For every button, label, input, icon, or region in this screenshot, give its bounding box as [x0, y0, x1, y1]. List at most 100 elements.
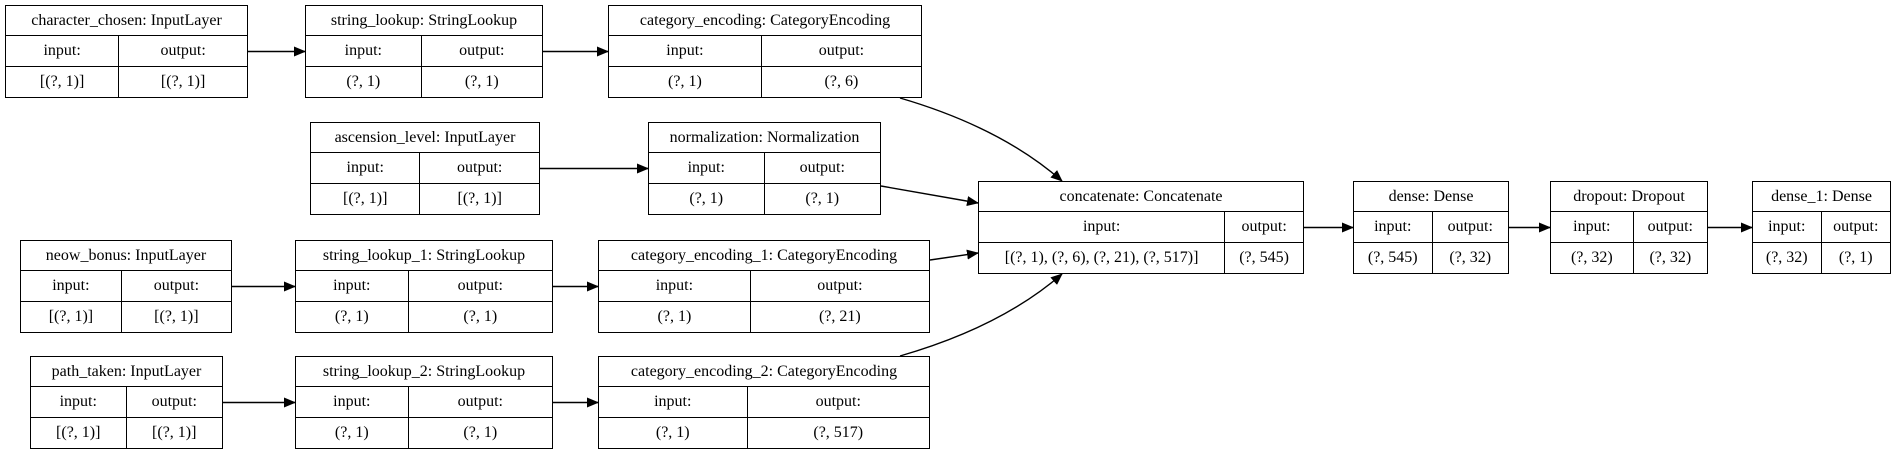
input-label: input:: [1551, 212, 1634, 242]
layer-title: string_lookup_2: StringLookup: [296, 357, 552, 388]
output-shape: (?, 545): [1239, 248, 1289, 266]
output-shape: [(?, 1)]: [457, 189, 502, 207]
io-shape-row: (?, 1) (?, 1): [296, 301, 552, 332]
input-label: input:: [306, 36, 422, 66]
output-label: output:: [1647, 217, 1693, 235]
output-shape: (?, 21): [819, 307, 861, 325]
output-shape: [(?, 1)]: [154, 307, 199, 325]
input-label: input:: [296, 271, 409, 301]
input-label: input:: [31, 387, 127, 417]
input-shape: [(?, 1)]: [6, 66, 120, 97]
io-header-row: input: output:: [21, 271, 231, 302]
io-header-row: input:output:: [609, 36, 921, 67]
input-shape: [(?, 1)]: [311, 183, 421, 214]
output-label: output:: [153, 276, 200, 294]
output-shape: (?, 1): [463, 307, 498, 325]
io-header-row: input: output:: [1753, 212, 1890, 243]
io-header-row: input: output:: [306, 36, 542, 67]
input-shape: [(?, 1)]: [31, 417, 127, 448]
output-label: output:: [151, 392, 197, 410]
layer-title: category_encoding: CategoryEncoding: [609, 6, 921, 37]
layer-title: dropout: Dropout: [1551, 182, 1707, 213]
output-label: output:: [817, 276, 863, 294]
layer-title: string_lookup_1: StringLookup: [296, 241, 552, 272]
io-header-row: input:output:: [296, 271, 552, 302]
io-header-row: input: output:: [979, 212, 1303, 243]
input-label: input:: [21, 271, 122, 301]
output-label: output:: [799, 158, 845, 176]
input-shape: (?, 1): [599, 301, 751, 332]
input-label: input:: [296, 387, 409, 417]
output-shape: (?, 32): [1449, 248, 1492, 266]
output-shape: [(?, 1)]: [152, 423, 197, 441]
input-shape: (?, 1): [296, 301, 409, 332]
io-header-row: input: output:: [31, 387, 222, 418]
io-shape-row: (?, 1) (?, 1): [649, 183, 880, 214]
io-header-row: input:output:: [6, 36, 247, 67]
layer-title: normalization: Normalization: [649, 123, 880, 154]
io-shape-row: (?, 1) (?, 1): [306, 66, 542, 97]
layer-title: neow_bonus: InputLayer: [21, 241, 231, 272]
output-label: output:: [815, 392, 861, 410]
output-label: output:: [457, 158, 503, 176]
input-label: input:: [649, 153, 765, 183]
io-header-row: input: output:: [649, 153, 880, 184]
input-shape: [(?, 1)]: [21, 301, 122, 332]
input-shape: (?, 32): [1551, 242, 1634, 273]
io-shape-row: [(?, 1)] [(?, 1)]: [31, 417, 222, 448]
io-shape-row: (?, 1) (?, 6): [609, 66, 921, 97]
layer-title: path_taken: InputLayer: [31, 357, 222, 388]
layer-title: ascension_level: InputLayer: [311, 123, 539, 154]
output-shape: (?, 1): [1838, 248, 1873, 266]
io-header-row: input:output:: [599, 271, 929, 302]
layer-title: dense: Dense: [1354, 182, 1508, 213]
input-label: input:: [979, 212, 1226, 242]
io-header-row: input:output:: [1354, 212, 1508, 243]
io-shape-row: (?, 1) (?, 21): [599, 301, 929, 332]
io-header-row: input: output:: [1551, 212, 1707, 243]
input-shape: (?, 1): [306, 66, 422, 97]
edge-category-encoding-1-to-concatenate: [929, 249, 979, 261]
output-label: output:: [1447, 217, 1493, 235]
input-shape: (?, 1): [649, 183, 765, 214]
output-shape: (?, 1): [464, 72, 499, 90]
input-label: input:: [311, 153, 421, 183]
output-shape: (?, 1): [805, 189, 840, 207]
io-shape-row: (?, 32)(?, 32): [1551, 242, 1707, 273]
io-header-row: input:output:: [599, 387, 929, 418]
output-label: output:: [1241, 217, 1287, 235]
output-shape: [(?, 1)]: [160, 72, 206, 90]
layer-title: string_lookup: StringLookup: [306, 6, 542, 37]
output-label: output:: [459, 41, 505, 59]
input-shape: (?, 1): [609, 66, 762, 97]
layer-title: dense_1: Dense: [1753, 182, 1890, 213]
output-shape: (?, 6): [824, 72, 859, 90]
input-shape: (?, 1): [296, 417, 409, 448]
input-shape: (?, 1): [599, 417, 748, 448]
output-shape: (?, 517): [813, 423, 864, 441]
input-label: input:: [609, 36, 762, 66]
input-shape: [(?, 1), (?, 6), (?, 21), (?, 517)]: [979, 242, 1226, 273]
output-label: output:: [1833, 217, 1879, 235]
layer-title: category_encoding_2: CategoryEncoding: [599, 357, 929, 388]
input-label: input:: [1753, 212, 1822, 242]
io-header-row: input: output:: [311, 153, 539, 184]
output-label: output:: [457, 392, 503, 410]
output-shape: (?, 1): [463, 423, 498, 441]
edge-normalization-to-concatenate: [880, 185, 979, 207]
io-shape-row: [(?, 1)] [(?, 1)]: [6, 66, 247, 97]
io-shape-row: [(?, 1)] [(?, 1)]: [311, 183, 539, 214]
